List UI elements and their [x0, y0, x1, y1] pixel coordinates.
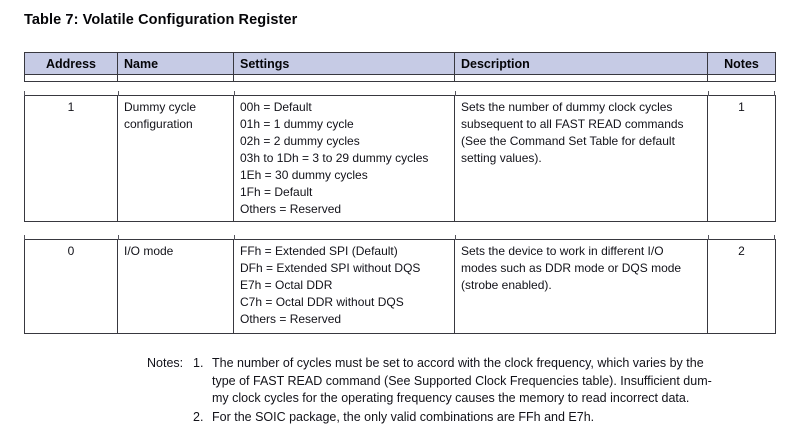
col-header-settings: Settings: [234, 53, 455, 74]
column-tick: [707, 91, 709, 96]
column-tick: [707, 235, 709, 240]
column-tick: [454, 91, 456, 96]
col-header-address: Address: [25, 53, 118, 74]
footnote-text: For the SOIC package, the only valid com…: [212, 409, 595, 424]
settings-cell: FFh = Extended SPI (Default)DFh = Extend…: [234, 240, 455, 333]
table-row-io-mode: 0 I/O mode FFh = Extended SPI (Default)D…: [23, 235, 776, 334]
footnote-item: 1. The number of cycles must be set to a…: [193, 355, 712, 408]
footnote-item: 2. For the SOIC package, the only valid …: [193, 409, 712, 427]
table-header-row: Address Name Settings Description Notes: [25, 53, 775, 75]
notes-cell: 1: [738, 100, 745, 114]
column-tick: [117, 235, 119, 240]
footnote-text: The number of cycles must be set to acco…: [212, 356, 712, 405]
footnotes-section: Notes: 1. The number of cycles must be s…: [147, 355, 712, 426]
header-strip-cell: [234, 75, 455, 81]
header-strip-cell: [708, 75, 775, 81]
column-tick: [117, 91, 119, 96]
column-tick: [454, 235, 456, 240]
table-header-underrow: [25, 75, 775, 81]
row-top-ticks: [23, 235, 776, 240]
table-header: Address Name Settings Description Notes: [24, 52, 776, 82]
address-cell: 1: [25, 96, 118, 221]
header-strip-cell: [455, 75, 708, 81]
column-tick: [233, 235, 235, 240]
col-header-name: Name: [118, 53, 234, 74]
row-top-ticks: [23, 91, 776, 96]
notes-cell: 2: [738, 244, 745, 258]
header-strip-cell: [25, 75, 118, 81]
footnotes-label: Notes:: [147, 356, 184, 370]
footnote-number: 1.: [193, 356, 204, 370]
column-tick: [233, 91, 235, 96]
address-cell: 0: [25, 240, 118, 333]
name-cell: I/O mode: [118, 240, 234, 333]
col-header-description: Description: [455, 53, 708, 74]
column-tick: [773, 91, 775, 96]
footnotes-list: 1. The number of cycles must be set to a…: [193, 355, 712, 426]
table-title: Table 7: Volatile Configuration Register: [24, 12, 298, 28]
description-cell: Sets the device to work in different I/O…: [455, 240, 708, 333]
column-tick: [23, 235, 25, 240]
header-strip-cell: [118, 75, 234, 81]
col-header-notes: Notes: [724, 56, 759, 71]
footnote-number: 2.: [193, 409, 204, 424]
column-tick: [773, 235, 775, 240]
column-tick: [23, 91, 25, 96]
